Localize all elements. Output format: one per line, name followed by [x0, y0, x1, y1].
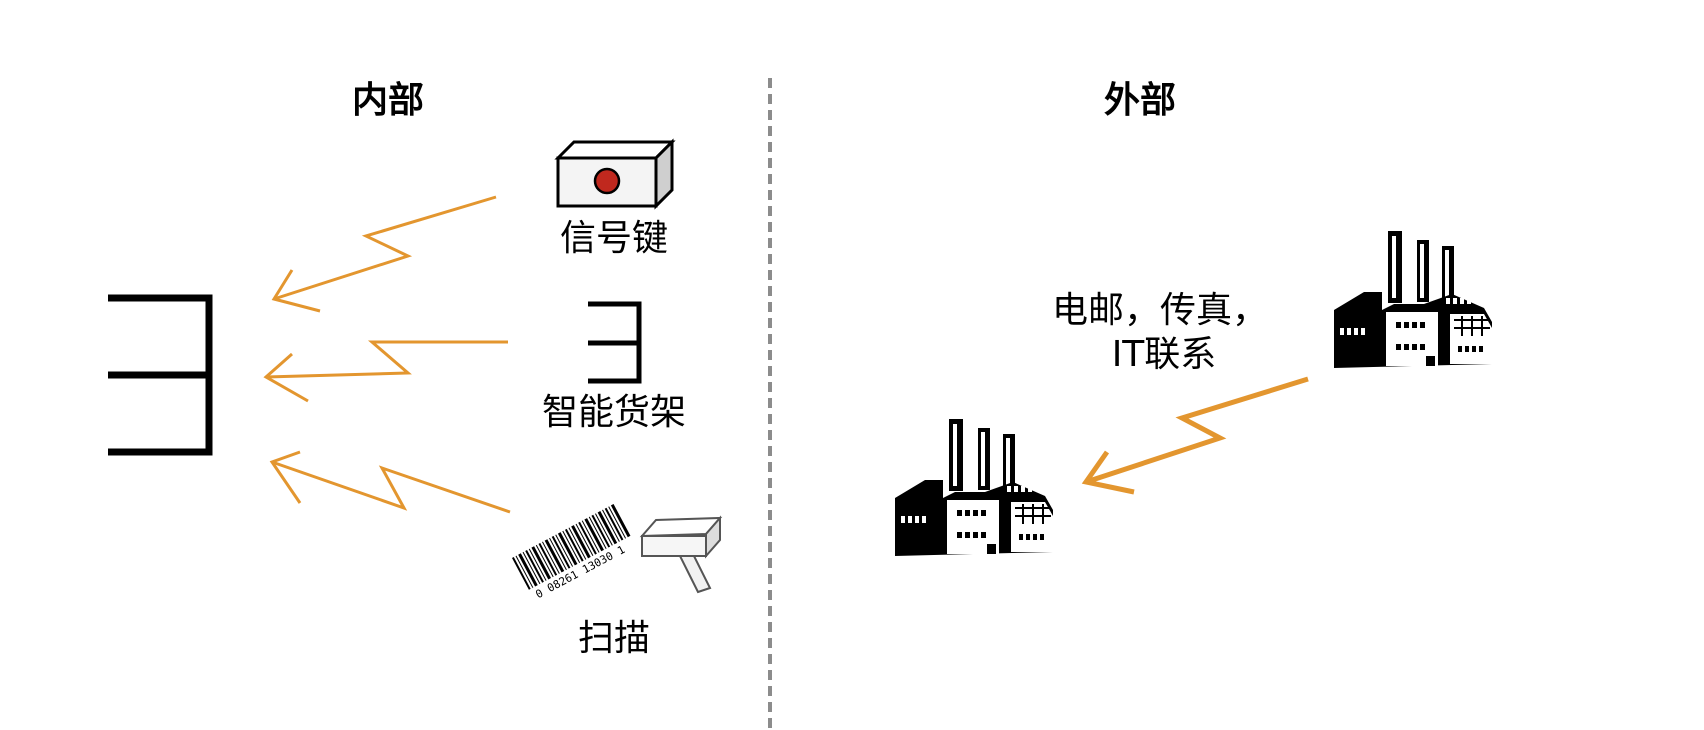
internal-heading: 内部 [352, 80, 424, 121]
communication-arrow [1081, 376, 1309, 495]
signal-arrow-middle [263, 340, 508, 403]
signal-key-label: 信号键 [560, 218, 668, 259]
barcode-icon: 0 08261 13030 1 [512, 504, 631, 601]
signal-arrow-bottom [269, 450, 511, 514]
communication-label-line2: IT联系 [1112, 334, 1217, 375]
factory-icon [894, 419, 1054, 557]
signal-arrow-top [271, 195, 497, 313]
communication-label-line1: 电邮，传真， [1052, 290, 1268, 331]
smart-shelf-label: 智能货架 [542, 392, 686, 433]
barcode-scanner-icon [639, 515, 723, 594]
external-heading: 外部 [1104, 80, 1176, 121]
scan-label: 扫描 [578, 618, 650, 659]
signal-key-box-icon [554, 138, 676, 210]
shelf-icon [108, 294, 213, 456]
factory-icon [1333, 231, 1493, 369]
shelf-icon [588, 301, 642, 384]
